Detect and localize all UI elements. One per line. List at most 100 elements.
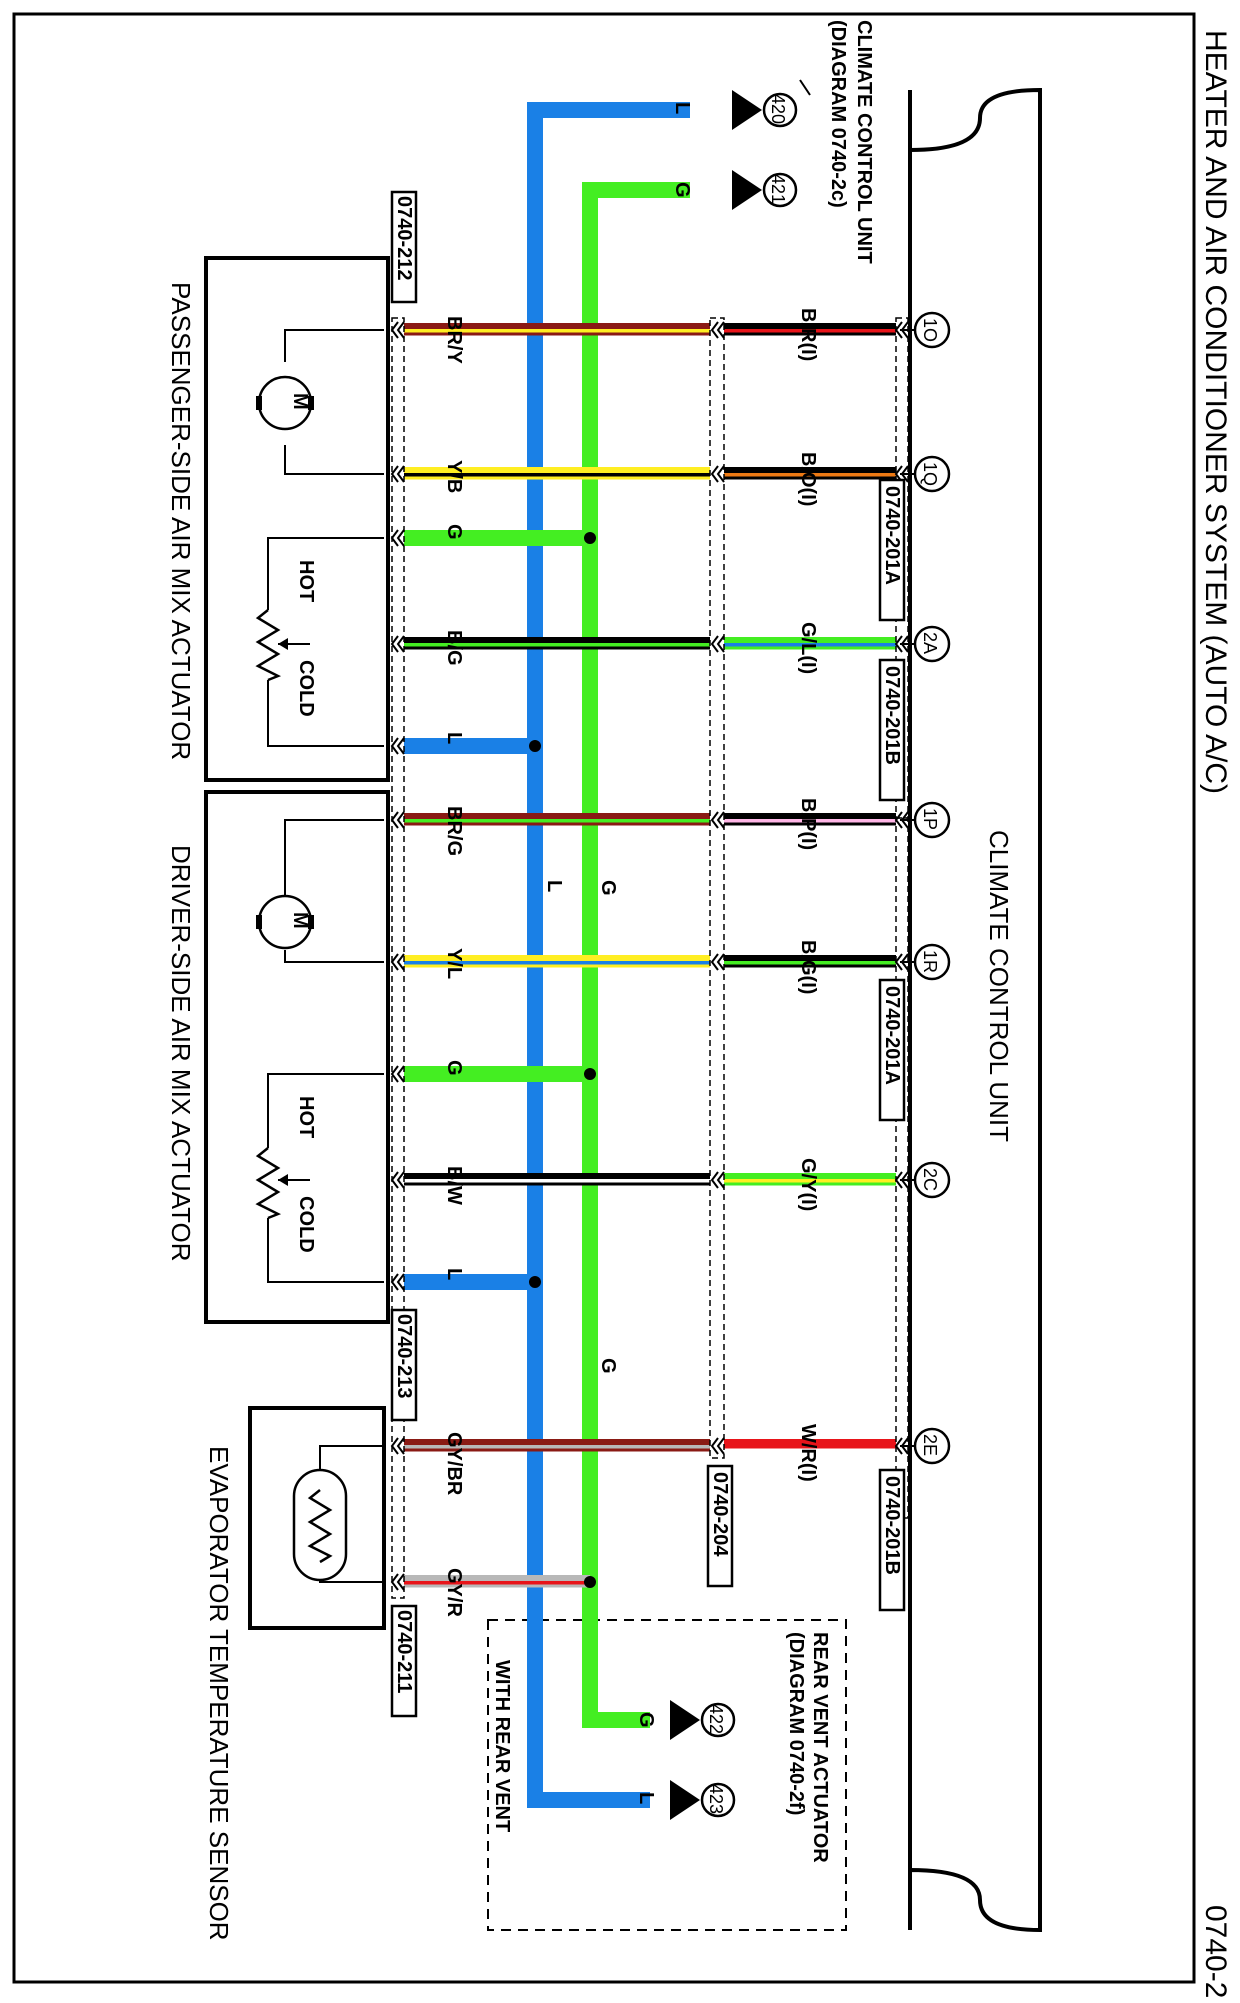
pin-label-1R: 1R — [920, 950, 940, 973]
evap-sensor-label: EVAPORATOR TEMPERATURE SENSOR — [204, 1446, 234, 1941]
connector-chevron — [390, 1273, 405, 1291]
ref-top-label-2: (DIAGRAM 0740-2c) — [827, 20, 849, 208]
rear-vent-box-label: WITH REAR VENT — [491, 1660, 513, 1832]
ref-bottom-label-2: (DIAGRAM 0740-2f) — [785, 1632, 807, 1815]
connector-chevron — [710, 321, 725, 339]
ref-420-arrow — [732, 90, 762, 130]
bus-g-top-label: G — [671, 182, 693, 198]
hot-label: HOT — [295, 1096, 317, 1138]
page-title: HEATER AND AIR CONDITIONER SYSTEM (AUTO … — [1199, 30, 1232, 794]
connector-chevron — [710, 465, 725, 483]
control-unit-label: CLIMATE CONTROL UNIT — [984, 830, 1014, 1142]
ref-422-num: 422 — [706, 1704, 726, 1734]
wire-comp-label-6: Y/L — [443, 948, 465, 979]
splices — [529, 532, 596, 1588]
ref-423-num: 423 — [706, 1784, 726, 1814]
bus-g-low-label: G — [597, 1358, 619, 1374]
motor-label: M — [289, 912, 311, 929]
ref-420-num: 420 — [768, 94, 788, 124]
connector-201b-1: 0740-201B — [881, 666, 903, 765]
wire-comp-label-4: L — [443, 732, 465, 744]
pin-label-2C: 2C — [920, 1168, 940, 1191]
resistor-icon — [255, 609, 282, 682]
wire-unit-label-2: G/L(I) — [797, 622, 819, 674]
wire-comp-label-3: B/G — [443, 630, 465, 666]
cold-label: COLD — [295, 660, 317, 717]
pin-label-1O: 1O — [920, 318, 940, 342]
wires: BR/YY/BGB/GLBR/GY/LGB/WLGY/BRGY/RB/R(I)B… — [390, 308, 914, 1617]
bus-l-top-label: L — [671, 102, 693, 114]
climate-control-unit: CLIMATE CONTROL UNIT — [908, 87, 1042, 1933]
bus-l-mid-label: L — [543, 880, 565, 892]
connector-201a-2: 0740-201A — [881, 986, 903, 1085]
connector-chevron — [390, 811, 405, 829]
connector-201a-1: 0740-201A — [881, 486, 903, 585]
bus-g-bottom-label: G — [635, 1712, 657, 1728]
connector-labels: 0740-201A 0740-201B 0740-201A 0740-201B … — [390, 190, 906, 1718]
driver-actuator-label: DRIVER-SIDE AIR MIX ACTUATOR — [166, 845, 196, 1262]
wire-comp-label-1: Y/B — [443, 460, 465, 493]
pin-circle-2A — [913, 625, 951, 663]
pin-circle-2E — [913, 1427, 951, 1465]
wire-unit-label-4: B/G(I) — [797, 940, 819, 994]
ref-421-arrow — [732, 170, 762, 210]
connector-chevron — [390, 529, 405, 547]
pin-circle-1R — [913, 943, 951, 981]
connector-chevron — [710, 811, 725, 829]
wire-unit-label-3: B/P(I) — [797, 798, 819, 850]
pin-circle-1P — [913, 801, 951, 839]
thermistor-icon — [292, 1468, 348, 1582]
pin-circle-2C — [913, 1161, 951, 1199]
page-id: 0740-2d — [1199, 1905, 1232, 1998]
connector-213: 0740-213 — [393, 1314, 415, 1399]
ref-420-circle — [762, 92, 798, 128]
passenger-actuator-label: PASSENGER-SIDE AIR MIX ACTUATOR — [166, 282, 196, 760]
connector-chevron — [390, 635, 405, 653]
wire-comp-label-9: L — [443, 1268, 465, 1280]
page-border — [12, 12, 1196, 1984]
connector-chevron — [390, 465, 405, 483]
wire-comp-label-11: GY/R — [443, 1568, 465, 1617]
pin-circle-1O — [913, 311, 951, 349]
driver-actuator: M HOT COLD DRIVER-SIDE AIR MIX ACTUATOR — [166, 790, 390, 1324]
bus-lines: L G L G G G L — [527, 102, 693, 1808]
connector-chevron — [390, 321, 405, 339]
connector-chevron — [710, 635, 725, 653]
ref-top-label-1: CLIMATE CONTROL UNIT — [853, 20, 875, 264]
connector-204: 0740-204 — [709, 1472, 731, 1557]
pin-label-2E: 2E — [920, 1434, 940, 1456]
bus-g-mid-label: G — [597, 880, 619, 896]
connector-chevron — [390, 1171, 405, 1189]
refs-top: CLIMATE CONTROL UNIT (DIAGRAM 0740-2c) 4… — [732, 20, 875, 264]
motor-label: M — [289, 393, 311, 410]
connector-chevron — [390, 1573, 405, 1591]
wire-comp-label-2: G — [443, 524, 465, 540]
refs-bottom: WITH REAR VENT REAR VENT ACTUATOR (DIAGR… — [487, 1619, 847, 1931]
ref-421-num: 421 — [768, 174, 788, 204]
wire-comp-label-10: GY/BR — [443, 1432, 465, 1496]
passenger-actuator: M HOT COLD PASSENGER-SIDE AIR MIX ACTUAT… — [166, 256, 390, 782]
connector-chevron — [710, 953, 725, 971]
pin-circle-1Q — [913, 455, 951, 493]
wire-unit-label-6: W/R(I) — [797, 1424, 819, 1482]
ref-421-circle — [762, 172, 798, 208]
rear-vent-box — [487, 1619, 847, 1931]
pin-label-2A: 2A — [920, 632, 940, 654]
connector-chevron — [390, 1065, 405, 1083]
connector-chevron — [710, 1437, 725, 1455]
connector-211: 0740-211 — [393, 1610, 415, 1693]
connector-chevron — [390, 737, 405, 755]
wire-comp-label-8: B/W — [443, 1166, 465, 1205]
pin-label-1P: 1P — [920, 808, 940, 830]
wire-comp-label-5: BR/G — [443, 806, 465, 856]
wire-unit-label-5: G/Y(I) — [797, 1158, 819, 1211]
resistor-icon — [255, 1147, 282, 1220]
wire-comp-label-7: G — [443, 1060, 465, 1076]
wire-unit-label-0: B/R(I) — [797, 308, 819, 361]
ref-422-circle — [700, 1702, 736, 1738]
ref-422-arrow — [670, 1700, 700, 1740]
bus-l-bottom-label: L — [635, 1792, 657, 1804]
ref-423-circle — [700, 1782, 736, 1818]
